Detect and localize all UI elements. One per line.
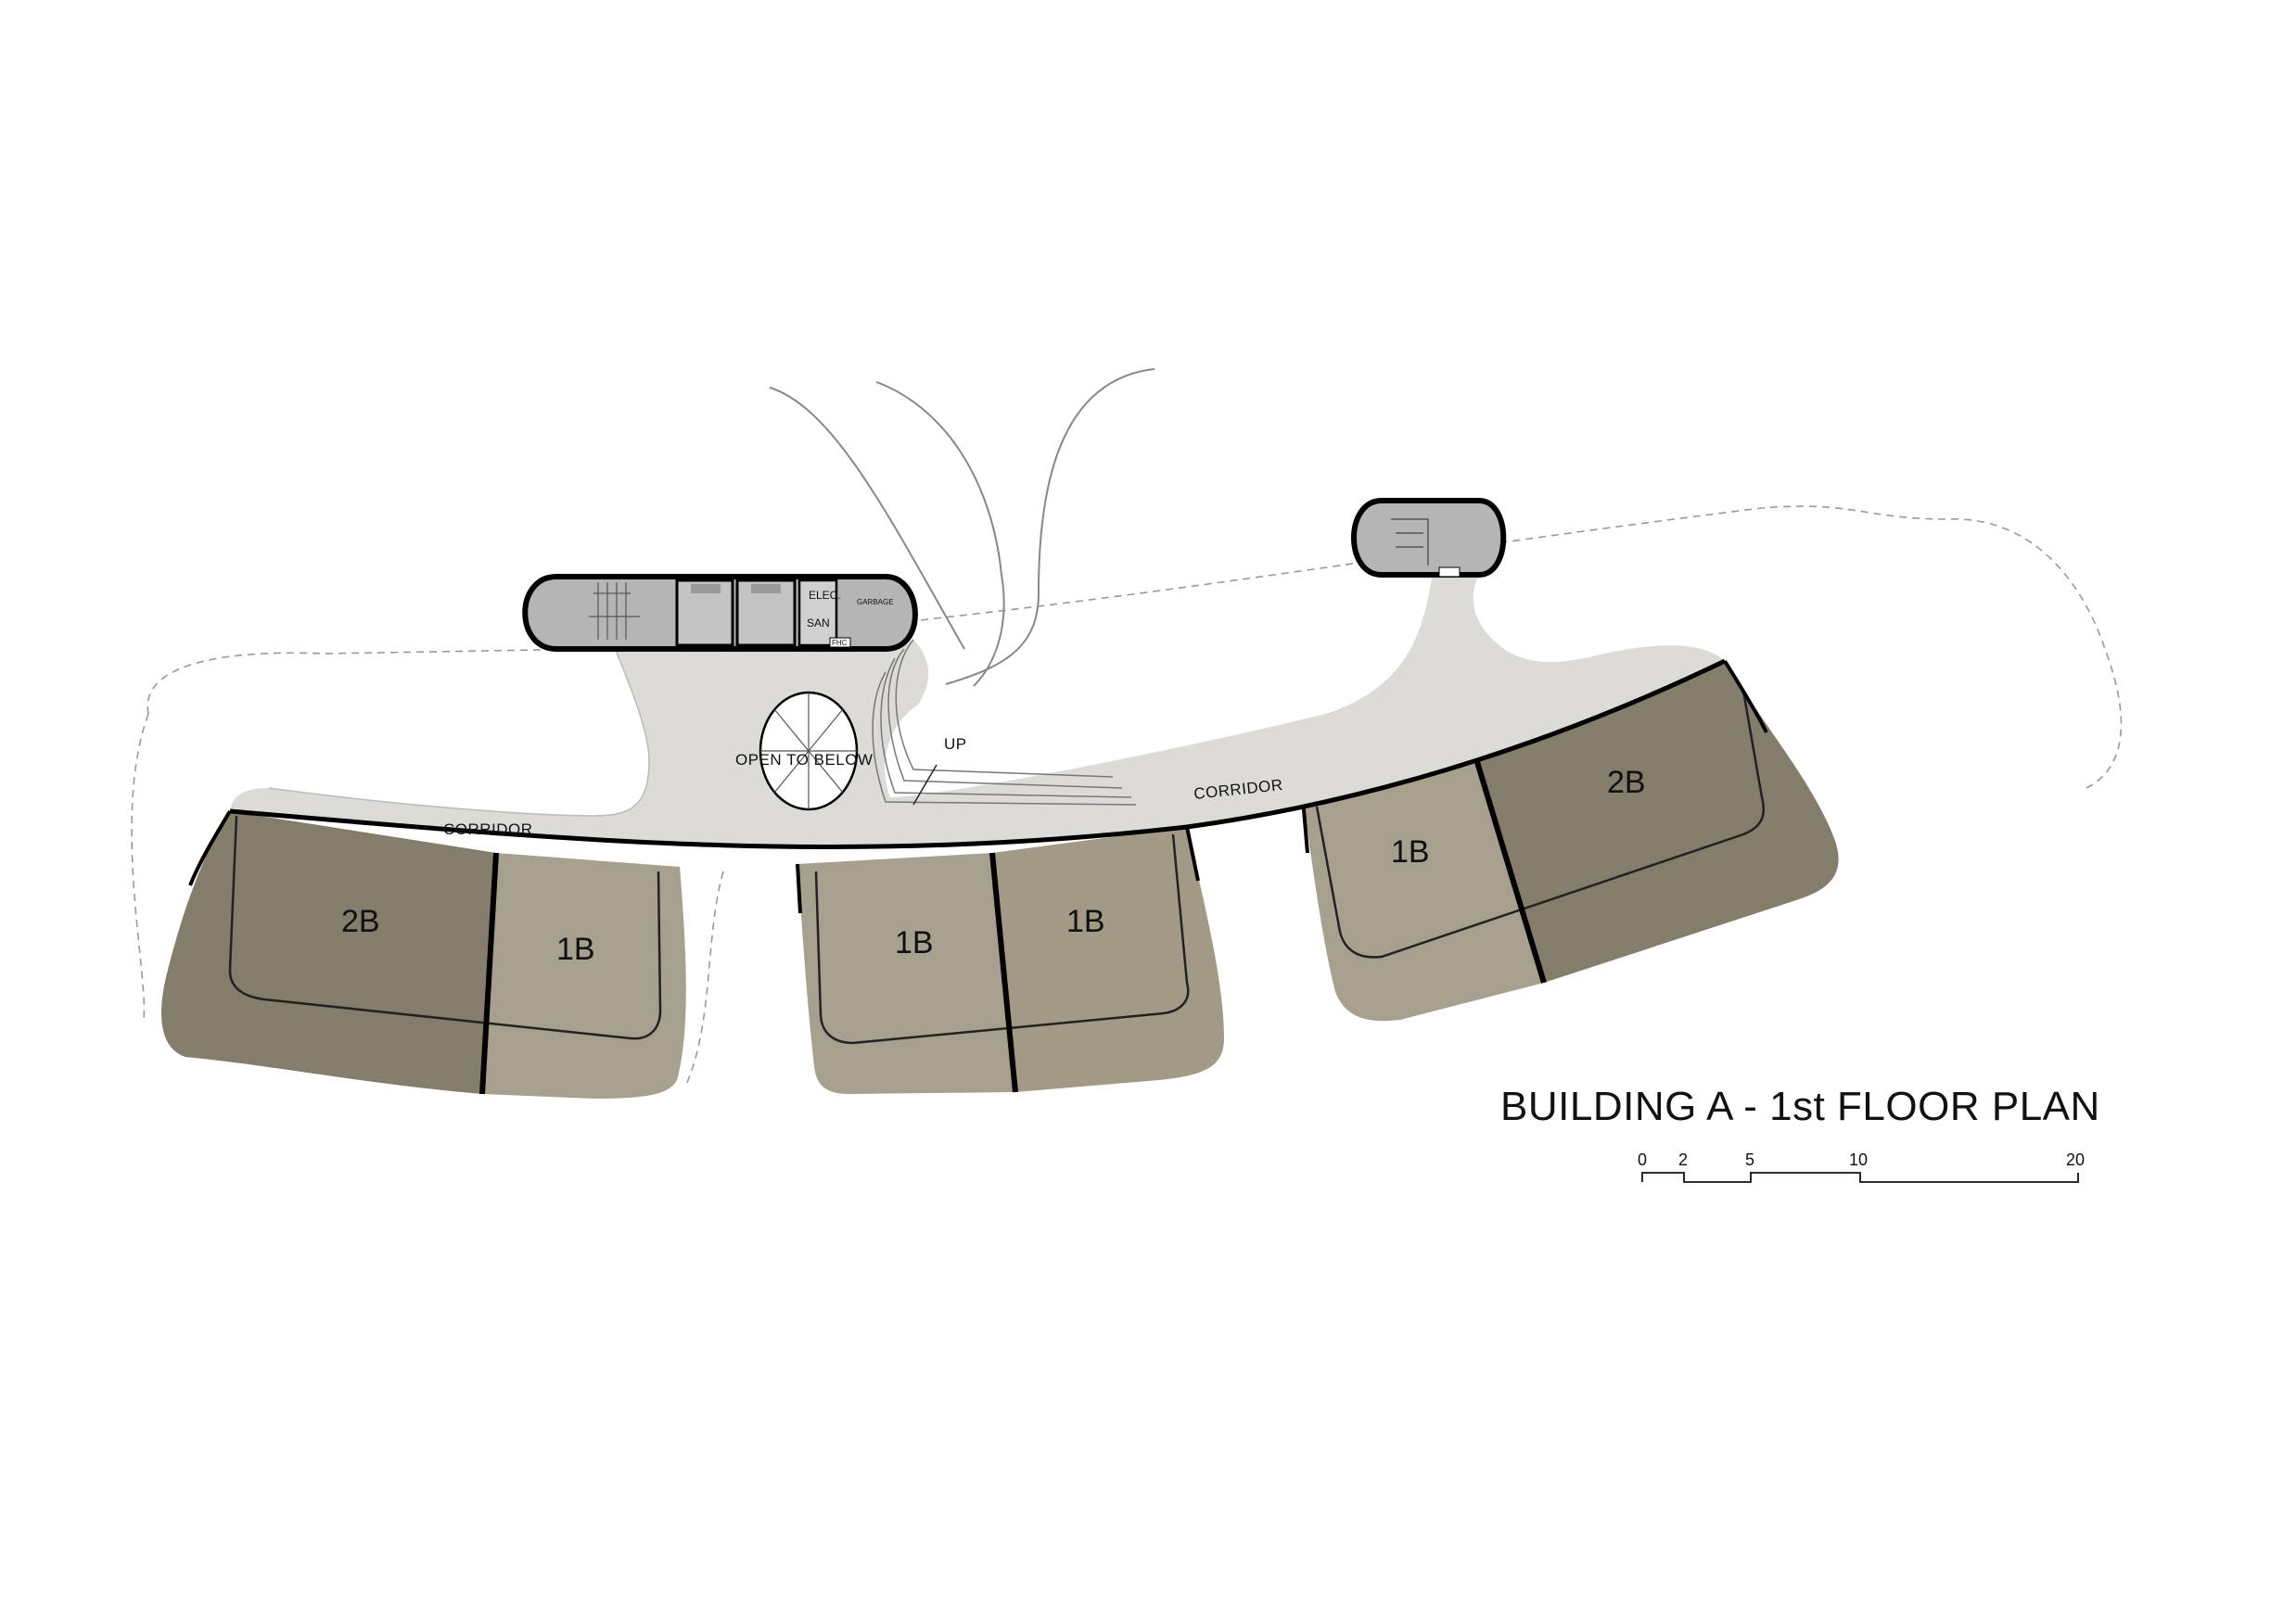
scale-tick-0: 0 bbox=[1638, 1151, 1647, 1169]
void-radial-lines bbox=[760, 693, 857, 809]
landscape-curve bbox=[875, 381, 1005, 687]
unit-group-right bbox=[1301, 659, 1839, 1022]
stair-fan bbox=[872, 639, 1137, 806]
unit-1b-right-area bbox=[1303, 753, 1544, 1022]
unit-1b-middle-left-area bbox=[797, 853, 1015, 1094]
unit-label: 1B bbox=[895, 925, 934, 960]
unit-label: 1B bbox=[1391, 834, 1430, 870]
landscape-curve bbox=[769, 387, 965, 650]
unit-1b-left-area bbox=[482, 853, 686, 1099]
core-main: ELEC. SAN FHC GARBAGE bbox=[522, 574, 918, 652]
corridor-upper-edge bbox=[268, 641, 650, 817]
unit-group-left-facade bbox=[188, 809, 232, 886]
unit-group-right-inner-line bbox=[1315, 690, 1766, 959]
unit-group-middle bbox=[796, 826, 1224, 1094]
core-secondary bbox=[1351, 498, 1507, 578]
unit-label: 2B bbox=[1607, 765, 1646, 800]
plan-title: BUILDING A - 1st FLOOR PLAN bbox=[1500, 1084, 2100, 1129]
landscape-curve bbox=[945, 368, 1155, 685]
unit-2b-right-area bbox=[1474, 661, 1839, 983]
scale-bar bbox=[1641, 1172, 2079, 1183]
unit-middle-facade-left bbox=[796, 863, 802, 914]
corridor-floor bbox=[230, 570, 1725, 847]
elec-label: ELEC. bbox=[809, 589, 841, 602]
fhc-label: FHC bbox=[832, 639, 848, 647]
up-label: UP bbox=[944, 735, 967, 753]
unit-1b-middle-right-area bbox=[992, 827, 1224, 1092]
corridor-label-left: CORRIDOR bbox=[443, 820, 533, 838]
scale-tick-20: 20 bbox=[2066, 1151, 2085, 1169]
title-block: BUILDING A - 1st FLOOR PLAN bbox=[1500, 1083, 2100, 1131]
unit-label: 1B bbox=[556, 932, 595, 967]
san-label: SAN bbox=[807, 617, 830, 629]
unit-middle-party-wall bbox=[989, 852, 1018, 1093]
site-outline bbox=[147, 505, 2123, 789]
unit-group-left bbox=[161, 809, 686, 1099]
fhc-secondary-box bbox=[1438, 566, 1461, 578]
elevator-1-car bbox=[691, 584, 721, 593]
unit-left-party-wall bbox=[479, 852, 499, 1095]
garbage-label: GARBAGE bbox=[857, 598, 894, 606]
unit-right-facade bbox=[1723, 659, 1768, 733]
scale-tick-5: 5 bbox=[1745, 1151, 1754, 1169]
elevator-2-car bbox=[751, 584, 781, 593]
fhc-box bbox=[829, 637, 851, 648]
corridor-edge bbox=[229, 658, 1727, 849]
stair-secondary bbox=[1391, 518, 1429, 566]
stair-main bbox=[589, 582, 640, 640]
unit-middle-facade-right bbox=[1185, 826, 1200, 882]
scale-tick-10: 10 bbox=[1849, 1151, 1868, 1169]
unit-right-party-wall bbox=[1472, 752, 1547, 984]
elec-room bbox=[797, 578, 838, 647]
open-to-below-label: OPEN TO BELOW bbox=[735, 751, 874, 769]
unit-label: 1B bbox=[1066, 904, 1105, 939]
unit-group-left-inner-line bbox=[228, 815, 662, 1040]
site-outline-lower bbox=[131, 713, 724, 1086]
unit-label: 2B bbox=[341, 904, 380, 939]
scale-tick-2: 2 bbox=[1678, 1151, 1688, 1169]
unit-2b-left-area bbox=[161, 811, 497, 1094]
